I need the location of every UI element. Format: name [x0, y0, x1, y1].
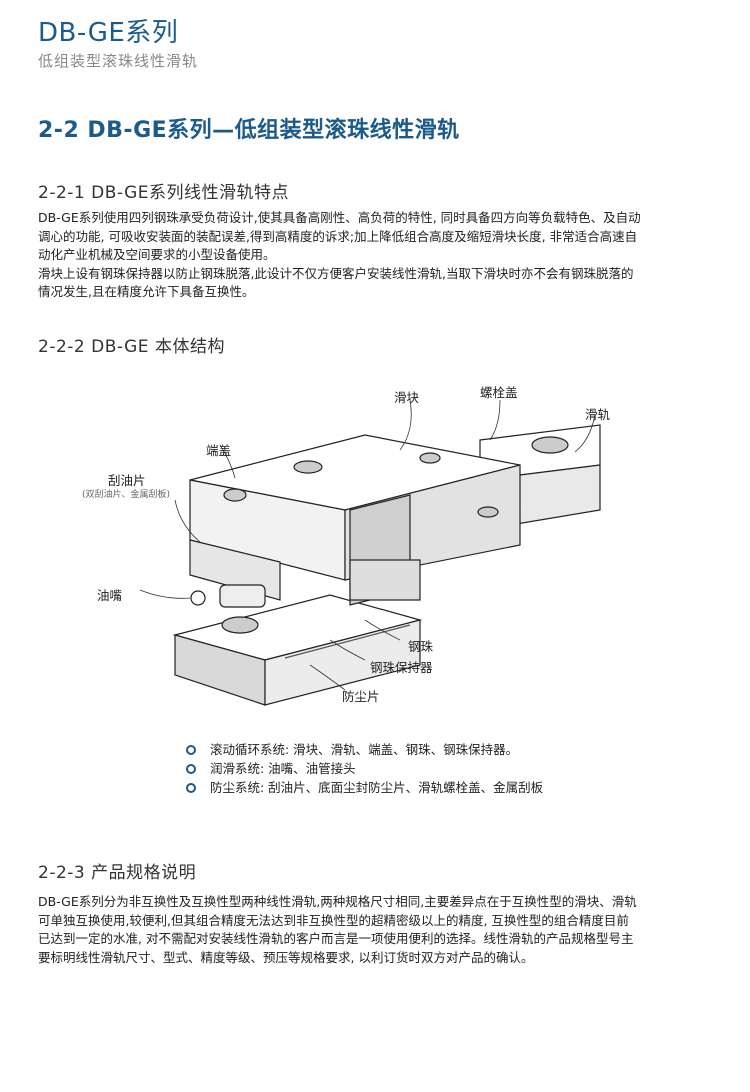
label-dust-seal: 防尘片: [342, 689, 380, 704]
features-line: 调心的功能, 可吸收安装面的装配误差,得到高精度的诉求;加上降低组合高度及缩短滑…: [38, 228, 638, 244]
features-line: 情况发生,且在精度允许下具备互换性。: [38, 284, 255, 299]
section-title: 2-2 DB-GE系列—低组装型滚珠线性滑轨: [38, 118, 460, 143]
label-end-cap: 端盖: [206, 443, 232, 458]
bullet-circle-icon: [186, 782, 196, 793]
spec-line: 已达到一定的水准, 对不需配对安装线性滑轨的客户而言是一项使用便利的选择。线性滑…: [38, 931, 634, 946]
features-line: DB-GE系列使用四列钢珠承受负荷设计,使其具备高刚性、高负荷的特性, 同时具备…: [38, 210, 641, 225]
label-grease-nipple: 油嘴: [97, 588, 123, 603]
bullet-circle-icon: [186, 744, 196, 755]
series-subtitle: 低组装型滚珠线性滑轨: [38, 52, 199, 70]
label-rail: 滑轨: [585, 407, 611, 422]
features-heading: 2-2-1 DB-GE系列线性滑轨特点: [38, 183, 290, 203]
bullet-text: 滚动循环系统: 滑块、滑轨、端盖、钢珠、钢珠保持器。: [210, 742, 519, 757]
label-slider: 滑块: [394, 390, 420, 405]
bullet-text: 润滑系统: 油嘴、油管接头: [210, 761, 356, 776]
linear-guide-diagram: [139, 399, 601, 706]
spec-line: 可单独互换使用,较便利,但其组合精度无法达到非互换性型的超精密级以上的精度, 互…: [38, 912, 629, 928]
label-scraper: 刮油片: [108, 473, 146, 488]
spec-line: DB-GE系列分为非互换性及互换性型两种线性滑轨,两种规格尺寸相同,主要差异点在…: [38, 894, 637, 909]
structure-heading: 2-2-2 DB-GE 本体结构: [38, 337, 225, 357]
label-bolt-cap: 螺栓盖: [480, 385, 518, 400]
bullet-item: 防尘系统: 刮油片、底面尘封防尘片、滑轨螺栓盖、金属刮板: [186, 778, 543, 797]
spec-heading: 2-2-3 产品规格说明: [38, 863, 197, 883]
bullet-text: 防尘系统: 刮油片、底面尘封防尘片、滑轨螺栓盖、金属刮板: [210, 780, 544, 795]
bullet-item: 滚动循环系统: 滑块、滑轨、端盖、钢珠、钢珠保持器。: [186, 740, 543, 759]
spec-paragraph: DB-GE系列分为非互换性及互换性型两种线性滑轨,两种规格尺寸相同,主要差异点在…: [38, 893, 718, 967]
features-line: 动化产业机械及空间要求的小型设备使用。: [38, 247, 276, 262]
spec-line: 要标明线性滑轨尺寸、型式、精度等级、预压等规格要求, 以利订货时双方对产品的确认…: [38, 949, 534, 965]
structure-bullets: 滚动循环系统: 滑块、滑轨、端盖、钢珠、钢珠保持器。 润滑系统: 油嘴、油管接头…: [186, 740, 543, 797]
label-retainer: 钢珠保持器: [370, 660, 433, 675]
features-line: 滑块上设有钢珠保持器以防止钢珠脱落,此设计不仅方便客户安装线性滑轨,当取下滑块时…: [38, 265, 634, 281]
bullet-circle-icon: [186, 763, 196, 774]
bullet-item: 润滑系统: 油嘴、油管接头: [186, 759, 543, 778]
series-title: DB-GE系列: [38, 18, 179, 48]
label-ball: 钢珠: [408, 639, 434, 654]
features-paragraph: DB-GE系列使用四列钢珠承受负荷设计,使其具备高刚性、高负荷的特性, 同时具备…: [38, 209, 718, 302]
label-scraper-note: (双刮油片、金属刮板): [82, 490, 171, 500]
